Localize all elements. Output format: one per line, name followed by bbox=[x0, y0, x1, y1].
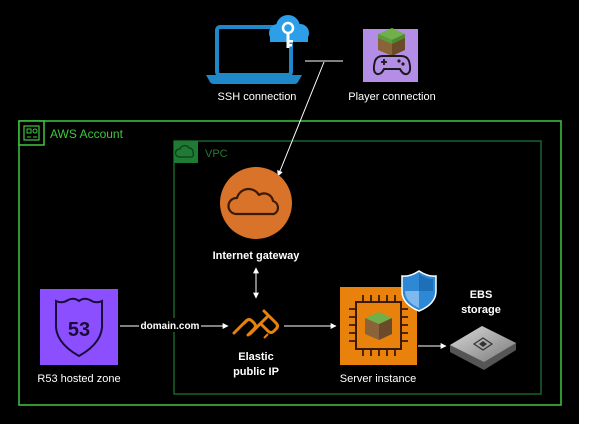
eip-label-line2: public IP bbox=[233, 366, 279, 378]
server-label: Server instance bbox=[340, 373, 416, 385]
gateway-label: Internet gateway bbox=[213, 250, 301, 262]
vpc-label: VPC bbox=[205, 148, 228, 160]
ssh-label: SSH connection bbox=[218, 91, 297, 103]
aws-account-border bbox=[18, 120, 562, 406]
edge-clients-to-gateway bbox=[277, 61, 325, 177]
player-label: Player connection bbox=[348, 91, 435, 103]
elastic-ip-link-icon bbox=[232, 309, 279, 339]
aws-account-label: AWS Account bbox=[50, 127, 124, 141]
eip-label-line1: Elastic bbox=[238, 351, 273, 363]
ebs-label-line2: storage bbox=[461, 304, 501, 316]
route53-badge: 53 bbox=[68, 319, 90, 341]
laptop-key-icon bbox=[206, 15, 309, 84]
vpc-border bbox=[173, 140, 542, 395]
domain-label: domain.com bbox=[141, 321, 200, 332]
minecraft-gamepad-icon bbox=[363, 28, 418, 82]
ebs-label-line1: EBS bbox=[470, 289, 493, 301]
route53-shield-icon bbox=[40, 289, 118, 365]
internet-gateway-icon bbox=[220, 167, 292, 239]
route53-label: R53 hosted zone bbox=[37, 373, 120, 385]
vpc-cloud-icon bbox=[174, 141, 198, 163]
vpc-group: VPC bbox=[173, 140, 542, 395]
client-connector bbox=[277, 60, 343, 177]
shield-icon bbox=[401, 270, 437, 312]
aws-account-icon bbox=[18, 120, 45, 146]
aws-account-group: AWS Account bbox=[18, 120, 562, 406]
domain-label-bg bbox=[139, 318, 201, 332]
ebs-volume-icon bbox=[450, 326, 516, 370]
